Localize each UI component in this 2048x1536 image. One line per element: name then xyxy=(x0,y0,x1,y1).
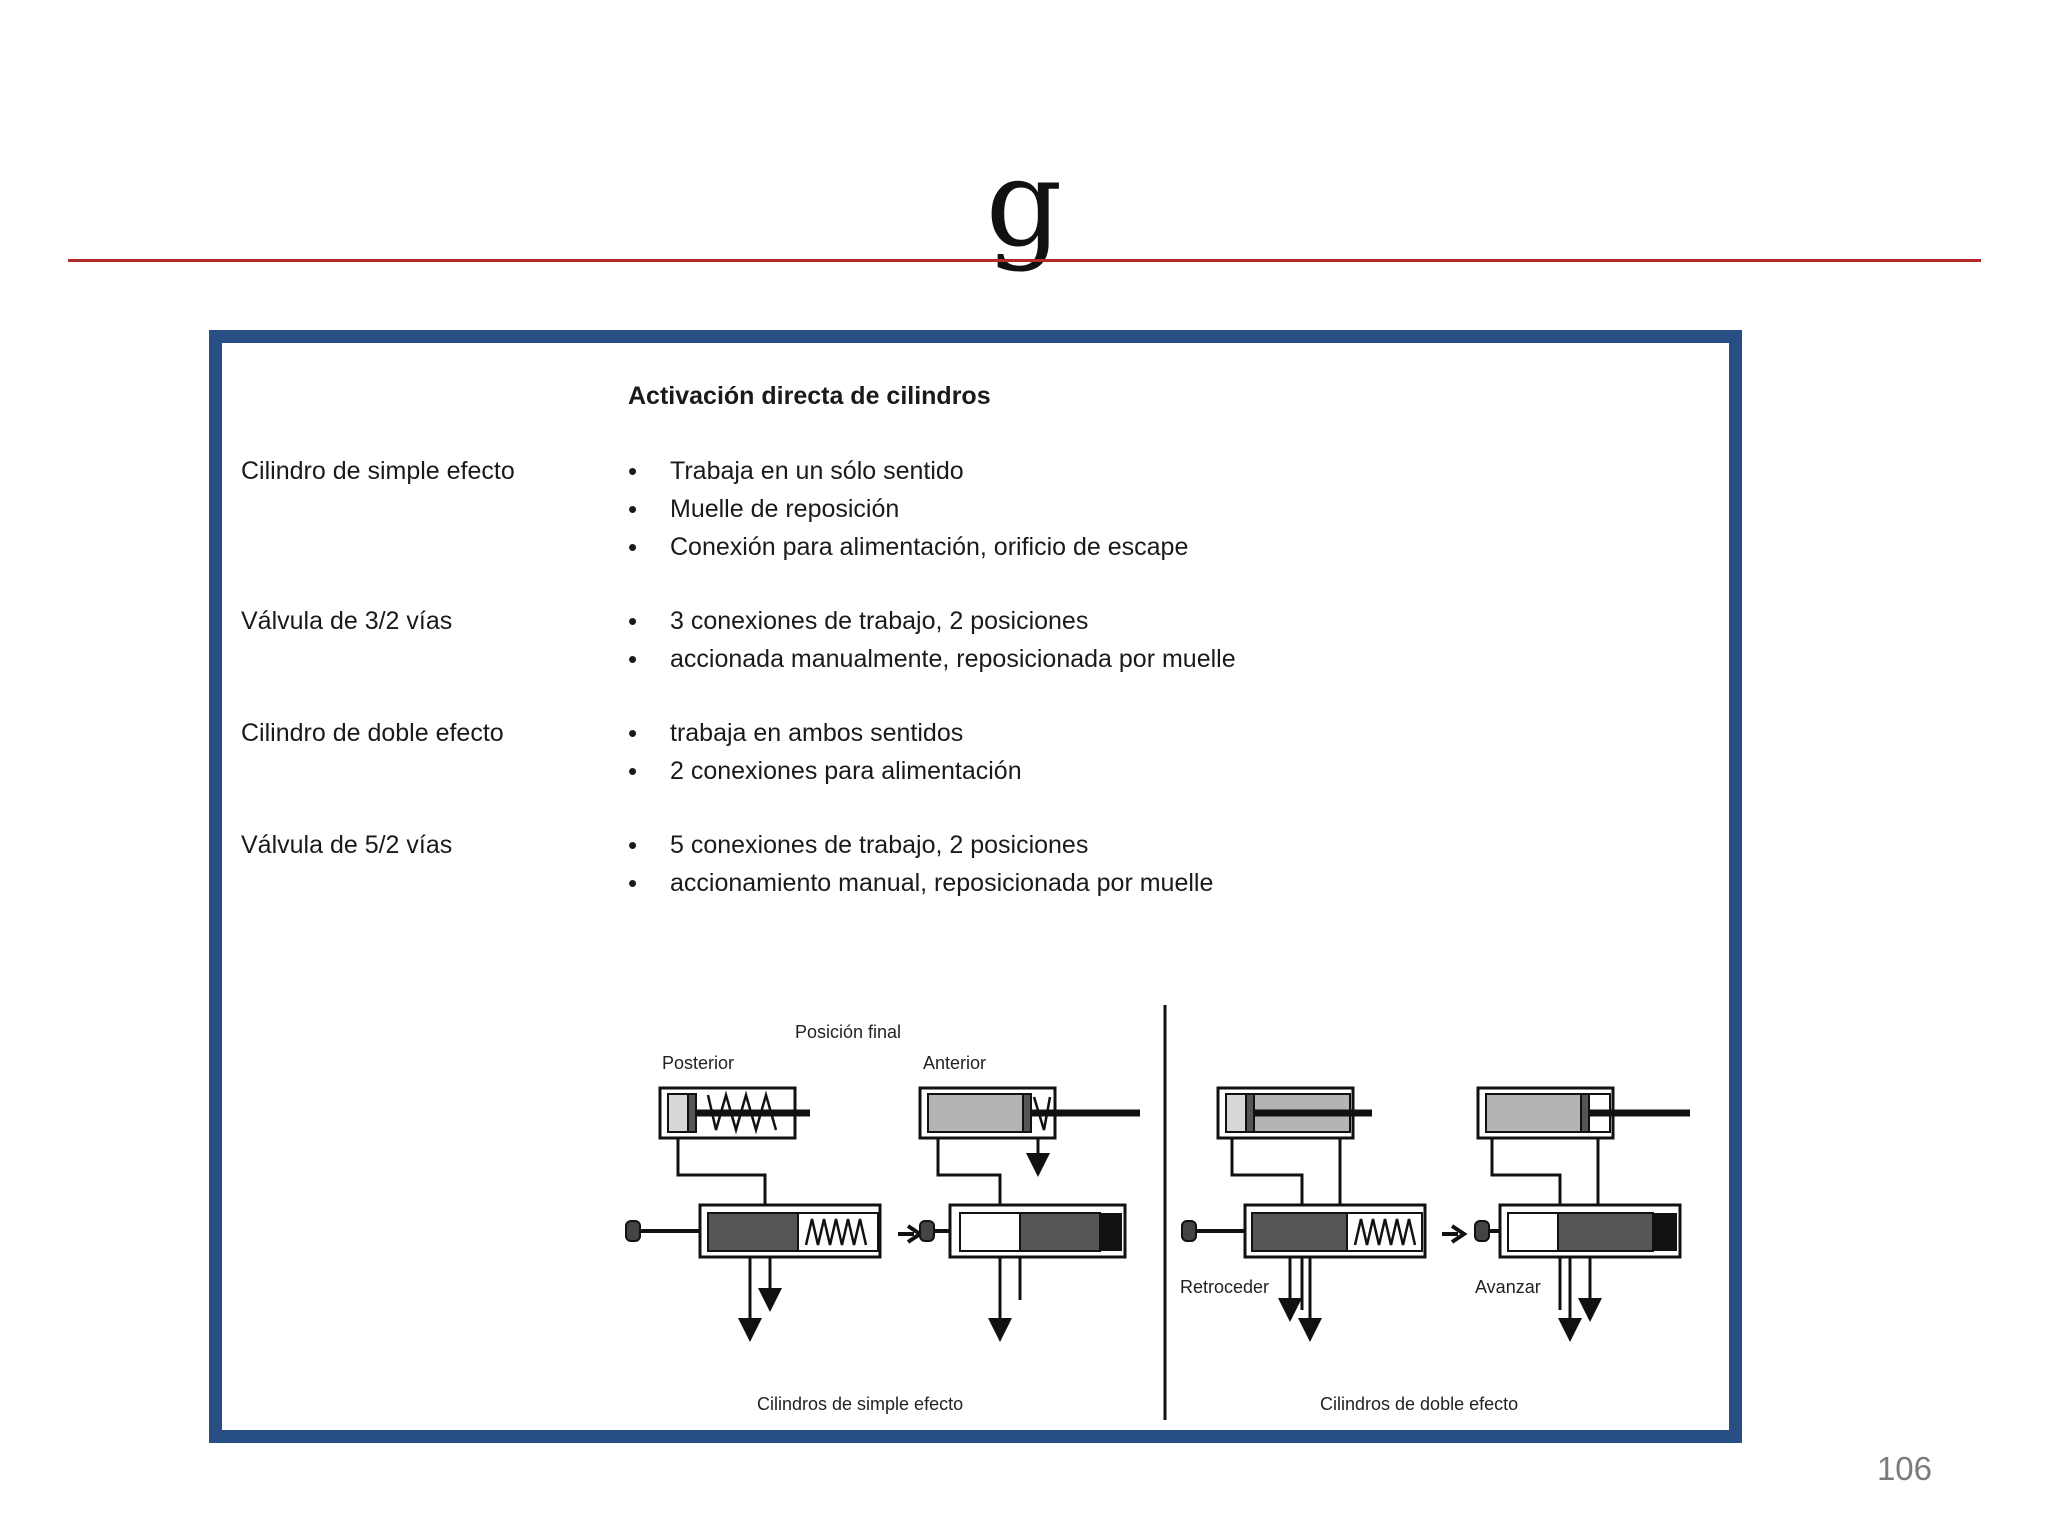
bullet-item: Trabaja en un sólo sentido xyxy=(628,452,1188,490)
bullet-item: Conexión para alimentación, orificio de … xyxy=(628,528,1188,566)
bullets-cilindro-doble: trabaja en ambos sentidos 2 conexiones p… xyxy=(628,714,1022,790)
bullet-item: 2 conexiones para alimentación xyxy=(628,752,1022,790)
cylinder-simple-extended xyxy=(918,1086,1140,1140)
bullet-item: 3 conexiones de trabajo, 2 posiciones xyxy=(628,602,1236,640)
cylinder-doble-advance xyxy=(1476,1086,1690,1140)
bullet-item: accionamiento manual, reposicionada por … xyxy=(628,864,1213,902)
cylinder-simple-retracted xyxy=(658,1086,810,1140)
bullets-valvula-52: 5 conexiones de trabajo, 2 posiciones ac… xyxy=(628,826,1213,902)
slide-title: g xyxy=(985,135,1063,274)
page-number: 106 xyxy=(1876,1450,1932,1487)
label-anterior: Anterior xyxy=(923,1053,986,1073)
caption-doble-efecto: Cilindros de doble efecto xyxy=(1320,1394,1518,1414)
transition-arrow-icon xyxy=(898,1224,924,1244)
bullet-item: trabaja en ambos sentidos xyxy=(628,714,1022,752)
term-cilindro-simple: Cilindro de simple efecto xyxy=(241,457,515,485)
valve-32-actuated xyxy=(919,1203,1127,1259)
bullets-cilindro-simple: Trabaja en un sólo sentido Muelle de rep… xyxy=(628,452,1188,566)
bullet-item: 5 conexiones de trabajo, 2 posiciones xyxy=(628,826,1213,864)
label-retroceder: Retroceder xyxy=(1180,1277,1269,1297)
bullets-valvula-32: 3 conexiones de trabajo, 2 posiciones ac… xyxy=(628,602,1236,678)
caption-simple-efecto: Cilindros de simple efecto xyxy=(757,1394,963,1414)
table-heading: Activación directa de cilindros xyxy=(628,382,991,410)
term-valvula-32: Válvula de 3/2 vías xyxy=(241,607,453,635)
title-divider xyxy=(68,259,1981,262)
label-posicion-final: Posición final xyxy=(795,1022,901,1042)
valve-32-normal xyxy=(625,1203,882,1259)
valve-52-normal xyxy=(1181,1203,1427,1259)
bullet-item: accionada manualmente, reposicionada por… xyxy=(628,640,1236,678)
bullet-item: Muelle de reposición xyxy=(628,490,1188,528)
cylinder-doble-retract xyxy=(1216,1086,1372,1140)
term-cilindro-doble: Cilindro de doble efecto xyxy=(241,719,504,747)
valve-52-actuated xyxy=(1474,1203,1682,1259)
label-avanzar: Avanzar xyxy=(1475,1277,1541,1297)
label-posterior: Posterior xyxy=(662,1053,734,1073)
term-valvula-52: Válvula de 5/2 vías xyxy=(241,831,453,859)
transition-arrow-icon xyxy=(1442,1224,1468,1244)
pneumatic-schematic: Posición final Posterior Anterior xyxy=(625,1005,1690,1420)
